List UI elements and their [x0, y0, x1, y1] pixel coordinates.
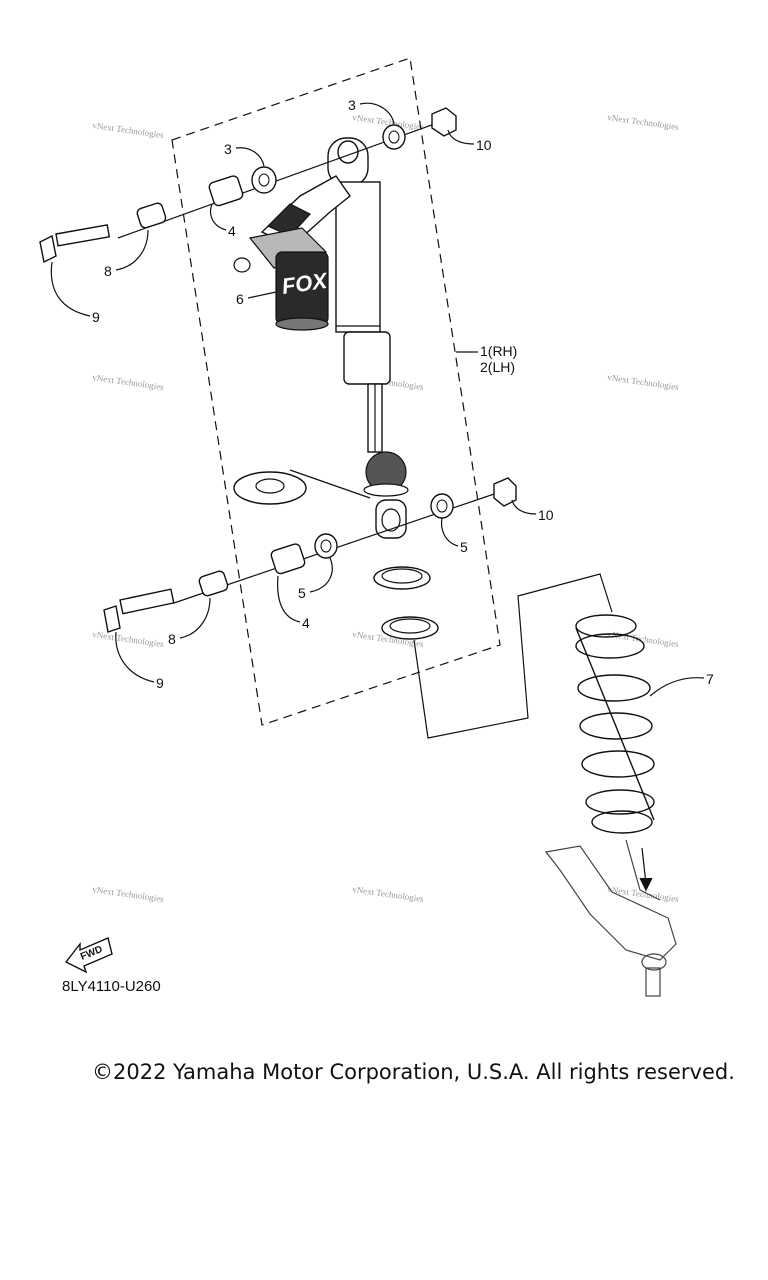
collar-lower — [198, 570, 229, 597]
lower-hardware — [103, 477, 517, 633]
callout-9-bottom: 9 — [156, 675, 164, 691]
watermark: vNext Technologies — [92, 372, 165, 392]
callout-4-top: 4 — [228, 223, 236, 239]
bolt-upper — [39, 234, 57, 264]
fwd-arrow-icon: FWD — [64, 937, 113, 974]
coil-spring — [575, 614, 655, 834]
nut-upper — [431, 107, 457, 137]
bolt-lower — [103, 605, 121, 633]
reservoir-cap — [248, 227, 328, 269]
preload-rings — [373, 566, 439, 640]
collar-upper — [136, 202, 167, 229]
reservoir-o-ring — [233, 257, 251, 273]
watermark: vNext Technologies — [92, 884, 165, 904]
assembly-boundary — [171, 57, 501, 726]
watermark: vNext Technologies — [607, 112, 680, 132]
callout-5-right: 5 — [460, 539, 468, 555]
watermark: vNext Technologies — [607, 372, 680, 392]
bushing-lower — [270, 543, 306, 575]
callout-6: 6 — [236, 291, 244, 307]
watermark: vNext Technologies — [92, 629, 165, 649]
callout-3-left: 3 — [224, 141, 232, 157]
callout-2-lh: 2(LH) — [480, 359, 515, 375]
suspension-arm — [544, 839, 677, 997]
upper-hardware — [39, 107, 457, 264]
bushing-upper — [208, 175, 244, 207]
callout-8-bottom: 8 — [168, 631, 176, 647]
callout-5-left: 5 — [298, 585, 306, 601]
rear-shock-parts-diagram: vNext Technologies vNext Technologies vN… — [39, 57, 714, 997]
nut-lower — [493, 477, 517, 507]
callout-3-top: 3 — [348, 97, 356, 113]
shock-lower-body — [343, 331, 391, 385]
callout-9-top: 9 — [92, 309, 100, 325]
callout-7: 7 — [706, 671, 714, 687]
spring-seat — [233, 469, 371, 505]
diagram-code: 8LY4110-U260 — [62, 978, 161, 995]
callout-1-rh: 1(RH) — [480, 343, 517, 359]
callout-10-bottom: 10 — [538, 507, 554, 523]
spring-bracket-line — [413, 573, 613, 739]
watermark: vNext Technologies — [352, 884, 425, 904]
callout-10-top: 10 — [476, 137, 492, 153]
callout-8-top: 8 — [104, 263, 112, 279]
watermark: vNext Technologies — [92, 120, 165, 140]
callouts: 3 3 10 4 8 9 6 1(RH) 2(LH) 10 5 5 4 — [50, 97, 714, 697]
watermark: vNext Technologies — [607, 629, 680, 649]
shock-body-cylinder — [335, 181, 381, 333]
callout-4-bottom: 4 — [302, 615, 310, 631]
copyright-notice: ©2022 Yamaha Motor Corporation, U.S.A. A… — [92, 1060, 735, 1084]
